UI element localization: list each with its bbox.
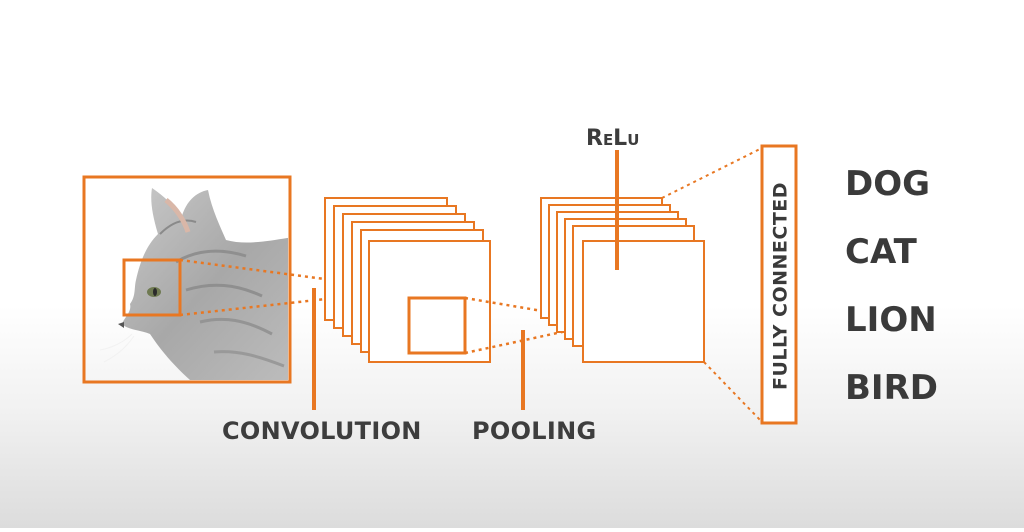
output-class-cat: CAT [845, 232, 917, 272]
cat-nose [118, 322, 124, 328]
fully-connected-label: FULLY CONNECTED [769, 181, 792, 391]
fully-connected-box [760, 144, 798, 425]
receptive-field-box [122, 258, 182, 317]
projection-line [661, 147, 763, 199]
fur-stripe [159, 219, 197, 235]
pooling-window-box [407, 296, 467, 355]
input-frame [82, 175, 292, 384]
stage-pointers [312, 150, 619, 410]
fur-stripe [185, 283, 263, 298]
output-class-lion: LION [845, 300, 937, 340]
cat-photo [99, 188, 288, 380]
cat-silhouette [122, 188, 288, 380]
pooling-label: POOLING [472, 417, 597, 445]
output-class-bird: BIRD [845, 368, 938, 408]
projection-fc [661, 147, 763, 423]
cat-whisker [103, 335, 135, 363]
pooling-stack [540, 197, 705, 363]
cat-ear-inner [164, 198, 191, 233]
input-image [82, 175, 292, 384]
cat-pupil [153, 288, 157, 296]
cat-whisker [99, 333, 133, 351]
convolution-label: CONVOLUTION [222, 417, 422, 445]
convolution-stack [324, 197, 491, 363]
output-class-dog: DOG [845, 164, 931, 204]
relu-label: ReLu [586, 126, 640, 151]
fur-stripe [199, 317, 273, 336]
feature-map [582, 240, 705, 363]
fur-stripe [213, 350, 285, 368]
feature-map [368, 240, 491, 363]
projection-line [703, 361, 763, 423]
